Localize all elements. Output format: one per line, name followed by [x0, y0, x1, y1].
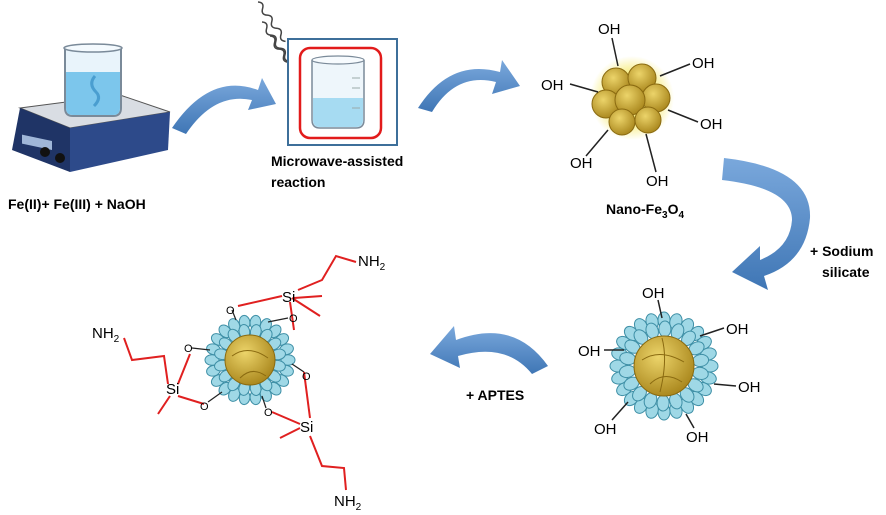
silica-oh-1: OH — [642, 285, 665, 302]
microwave-wave-1 — [257, 1, 286, 43]
arrow-nano-to-silica — [722, 158, 811, 290]
nano-fe3o4-particle — [569, 37, 699, 173]
silica-oh-6: OH — [686, 429, 709, 446]
aptes-si-left: Si — [166, 381, 179, 398]
silica-coated-particle — [604, 299, 737, 429]
beaker-in-microwave — [311, 55, 365, 129]
aptes-o-5: O — [200, 401, 209, 413]
nano-oh-6: OH — [646, 173, 669, 190]
nano-fe3o4-label: Nano-Fe3O4 — [606, 201, 684, 221]
reactants-label: Fe(II)+ Fe(III) + NaOH — [8, 196, 146, 212]
silica-oh-2: OH — [726, 321, 749, 338]
arrow-silica-to-aptes — [430, 326, 548, 374]
aptes-nh2-left: NH2 — [92, 325, 120, 345]
microwave-label-line2: reaction — [271, 174, 325, 190]
hotplate-with-beaker — [12, 43, 171, 172]
silica-oh-5: OH — [594, 421, 617, 438]
silica-bead — [656, 394, 670, 412]
aptes-o-3: O — [184, 343, 193, 355]
silica-oh-4: OH — [738, 379, 761, 396]
aptes-si-bottom: Si — [300, 419, 313, 436]
aptes-o-6: O — [264, 407, 273, 419]
arrow-microwave-to-nano — [418, 60, 520, 112]
nano-oh-4: OH — [700, 116, 723, 133]
silica-oh-3: OH — [578, 343, 601, 360]
beaker-on-hotplate — [63, 43, 123, 117]
microwave-reactor — [257, 1, 398, 146]
aptes-nh2-bottom: NH2 — [334, 493, 362, 513]
aptes-o-2: O — [289, 313, 298, 325]
nano-oh-2: OH — [692, 55, 715, 72]
sodium-silicate-label-line2: silicate — [822, 264, 870, 280]
aptes-o-4: O — [302, 371, 311, 383]
aptes-o-1: O — [226, 305, 235, 317]
aptes-si-top: Si — [282, 289, 295, 306]
nano-oh-3: OH — [541, 77, 564, 94]
aptes-nh2-top: NH2 — [358, 253, 386, 273]
microwave-label-line1: Microwave-assisted — [271, 153, 403, 169]
aptes-functionalized-particle — [123, 254, 357, 491]
microwave-wave-2 — [261, 21, 290, 63]
arrow-hotplate-to-microwave — [172, 78, 276, 134]
nano-oh-1: OH — [598, 21, 621, 38]
silica-bead — [658, 320, 672, 338]
sodium-silicate-label-line1: + Sodium — [810, 243, 873, 259]
nano-oh-5: OH — [570, 155, 593, 172]
aptes-label: + APTES — [466, 387, 524, 403]
